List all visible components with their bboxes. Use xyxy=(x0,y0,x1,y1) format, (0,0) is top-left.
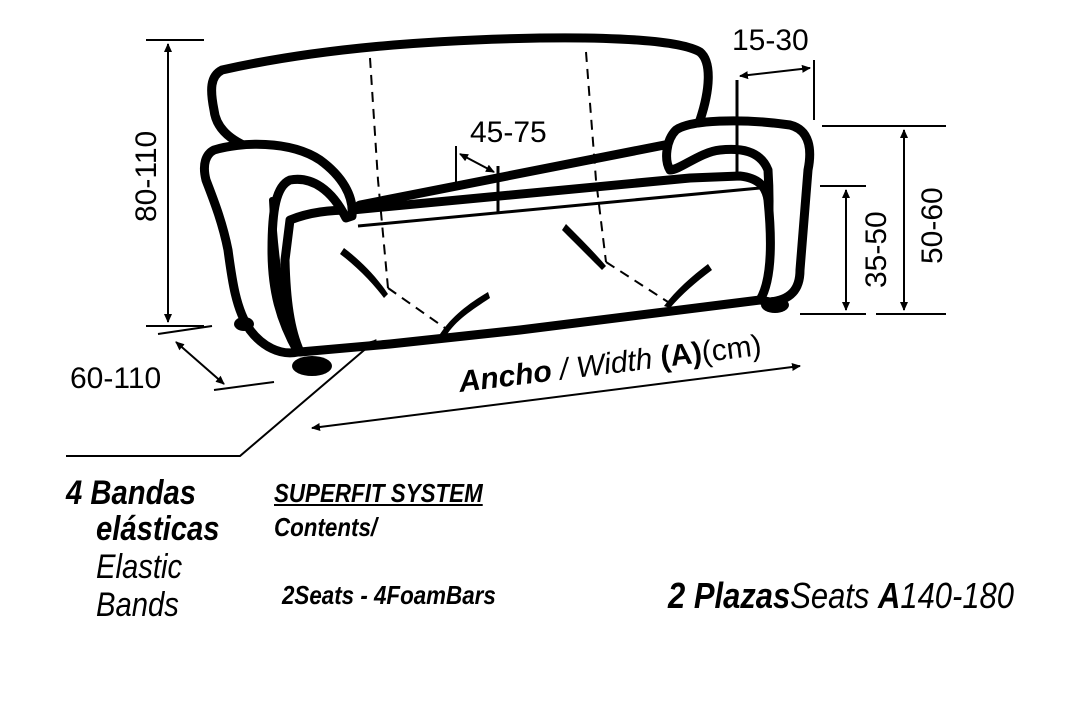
sofa-left-arm xyxy=(199,139,357,358)
depth-dimension xyxy=(157,325,275,391)
seat-cushion-lines xyxy=(357,80,761,228)
back-offset-dimension xyxy=(739,60,815,120)
dashed-seams xyxy=(369,51,669,329)
sofa-front-left-face xyxy=(269,197,301,355)
system-contents: Contents/ xyxy=(274,512,378,542)
arm-height-dimension xyxy=(822,125,946,315)
seat-depth-value: 45-75 xyxy=(470,116,547,149)
system-items: 2Seats - 4FoamBars xyxy=(282,580,496,610)
height-value: 80-110 xyxy=(130,131,163,222)
bands-line4: Bands xyxy=(96,586,179,624)
seat-depth-dimension xyxy=(455,146,495,190)
size-a: A xyxy=(877,575,901,616)
depth-value: 60-110 xyxy=(70,362,161,395)
arm-height-value: 50-60 xyxy=(916,187,949,264)
size-plazas: 2 Plazas xyxy=(668,575,791,616)
bands-line3: Elastic xyxy=(96,548,183,586)
back-offset-value: 15-30 xyxy=(732,24,809,57)
sofa-outline xyxy=(199,33,815,358)
seat-height-dimension xyxy=(800,185,866,315)
height-dimension xyxy=(146,39,204,327)
system-title: SUPERFIT SYSTEM xyxy=(274,478,483,508)
bands-line2: elásticas xyxy=(96,510,220,548)
width-dimension-arrow xyxy=(311,363,801,431)
seat-height-value: 35-50 xyxy=(860,211,893,288)
width-label: Ancho / Width (A)(cm) xyxy=(456,329,763,399)
bands-leader-line xyxy=(66,339,377,457)
size-label: 2 PlazasSeats A140-180 xyxy=(668,578,1014,614)
sofa-back xyxy=(207,33,713,215)
bands-line1: 4 Bandas xyxy=(66,474,197,512)
size-range: 140-180 xyxy=(900,575,1014,616)
size-seats: Seats xyxy=(790,575,878,616)
elastic-bands xyxy=(340,224,712,336)
